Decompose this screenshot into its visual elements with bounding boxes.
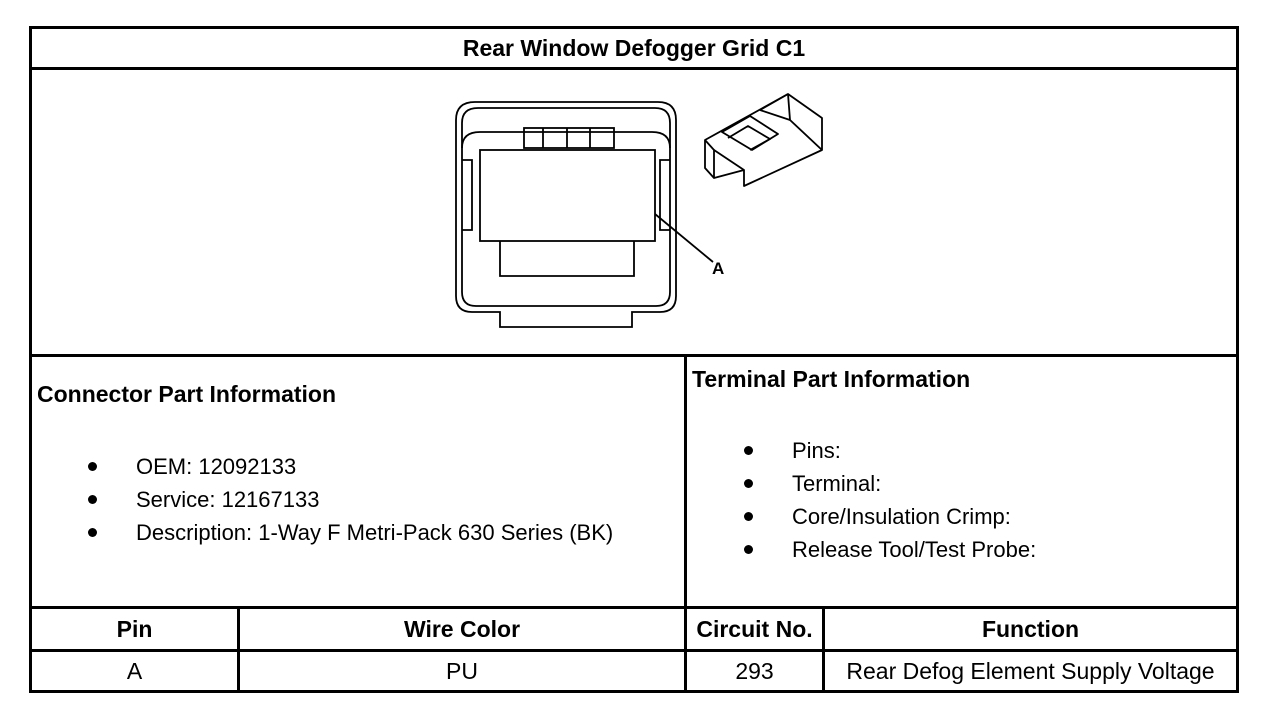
list-item: Core/Insulation Crimp: (742, 500, 1036, 533)
connector-figure: A (32, 70, 1236, 354)
bullet-icon (744, 545, 753, 554)
bullet-icon (744, 512, 753, 521)
terminal-icon (704, 93, 823, 187)
list-item: Service: 12167133 (86, 483, 613, 516)
terminal-info-heading: Terminal Part Information (692, 366, 971, 392)
list-item: Description: 1-Way F Metri-Pack 630 Seri… (86, 516, 613, 549)
list-item: OEM: 12092133 (86, 450, 613, 483)
list-item-text: Service: 12167133 (136, 487, 320, 512)
table-header-wire-color: Wire Color (403, 615, 521, 642)
divider (684, 354, 687, 693)
list-item: Terminal: (742, 467, 1036, 500)
bullet-icon (88, 528, 97, 537)
connector-face-icon (455, 101, 714, 328)
list-item-text: Pins: (792, 438, 841, 463)
divider (29, 354, 1239, 357)
divider (29, 606, 1239, 609)
divider (29, 67, 1239, 70)
table-header-circuit-no: Circuit No. (696, 615, 813, 642)
bullet-icon (744, 479, 753, 488)
divider (29, 649, 1239, 652)
list-item: Pins: (742, 434, 1036, 467)
bullet-icon (744, 446, 753, 455)
divider (237, 606, 240, 693)
list-item-text: Release Tool/Test Probe: (792, 537, 1037, 562)
table-cell-circuit-no: 293 (735, 657, 774, 684)
list-item-text: Terminal: (792, 471, 882, 496)
terminal-info-list: Pins: Terminal: Core/Insulation Crimp: R… (742, 434, 1036, 566)
table-header-function: Function (981, 615, 1080, 642)
divider (822, 606, 825, 693)
list-item-text: Description: 1-Way F Metri-Pack 630 Seri… (136, 520, 614, 545)
list-item: Release Tool/Test Probe: (742, 533, 1036, 566)
sheet-title: Rear Window Defogger Grid C1 (462, 34, 806, 61)
table-cell-wire-color: PU (446, 657, 478, 684)
table-cell-function: Rear Defog Element Supply Voltage (846, 657, 1215, 684)
table-cell-pin: A (126, 657, 143, 684)
connector-sheet-frame (29, 26, 1239, 693)
bullet-icon (88, 495, 97, 504)
table-header-pin: Pin (116, 615, 153, 642)
bullet-icon (88, 462, 97, 471)
list-item-text: OEM: 12092133 (136, 454, 297, 479)
callout-label-a: A (712, 259, 725, 278)
connector-info-heading: Connector Part Information (37, 381, 337, 407)
connector-info-list: OEM: 12092133 Service: 12167133 Descript… (86, 450, 613, 549)
list-item-text: Core/Insulation Crimp: (792, 504, 1011, 529)
connector-drawing (455, 93, 823, 328)
